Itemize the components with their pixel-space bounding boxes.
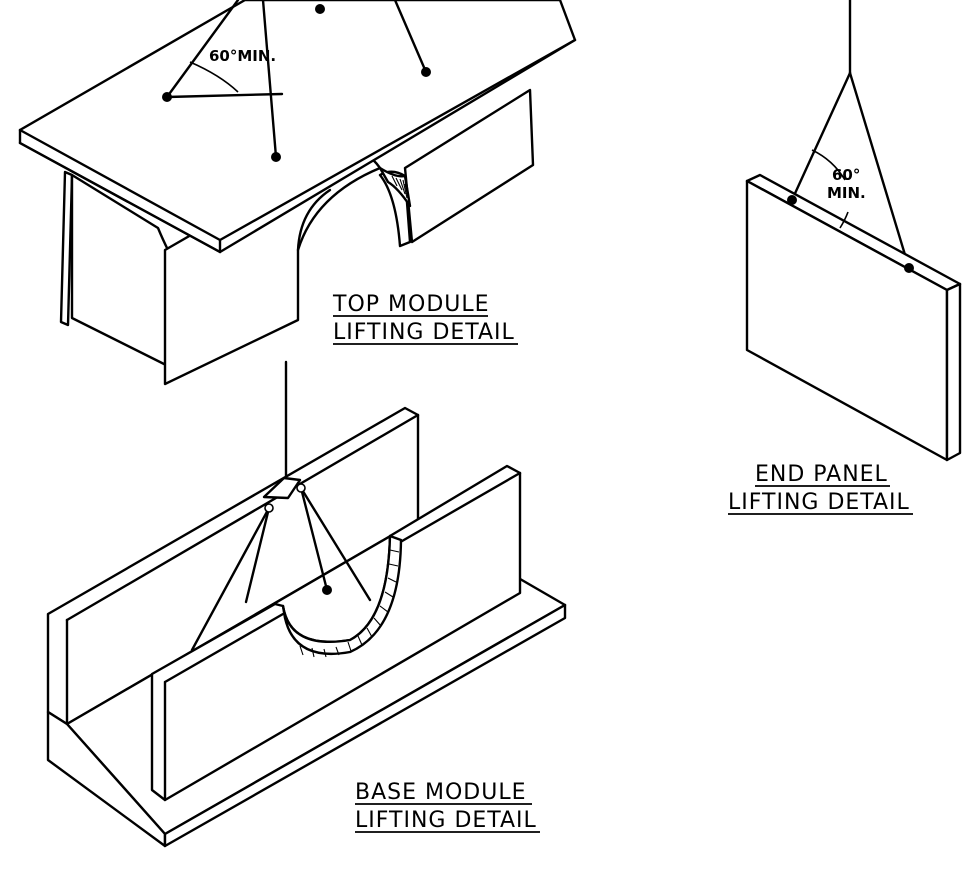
top-module-lift-point [421,67,431,77]
top-module-lift-point [162,92,172,102]
top-module-arch-hatch [378,166,412,208]
end-panel-sling [790,71,852,202]
base-module-rigging [190,360,372,652]
top-module-far-wall [403,88,535,244]
top-module-title-line1: TOP MODULE [332,292,490,317]
base-module-drawing [46,360,567,848]
end-panel-side-face [945,282,962,462]
base-module-spreader [262,476,302,500]
base-module-shackle [296,483,306,493]
top-module-rigging [162,0,431,162]
top-module-lift-point [315,4,325,14]
top-module-slab-front-edge [18,141,222,254]
base-module-back-wall-top-edge [65,413,420,622]
top-module-angle-label: 60°MIN. [209,47,276,65]
end-panel-sling [848,71,911,270]
top-module-angle-arc [189,61,239,93]
base-module-floor-front-edge [163,603,567,848]
base-module-front-wall-edges [163,471,522,802]
end-panel-lift-point [904,263,914,273]
end-panel-angle-value: 60° [832,166,860,184]
top-module-left-end-edge [59,170,74,327]
top-module-drawing: 60°MIN. [18,0,577,386]
top-module-arch-hatch-lines [391,175,410,203]
end-panel-title-line1: END PANEL [755,462,888,487]
end-panel-drawing: 60° MIN. [745,0,962,462]
base-module-title-line1: BASE MODULE [355,780,527,805]
top-module-arch-edge [296,188,332,252]
base-module-title-line2: LIFTING DETAIL [355,808,537,833]
end-panel-angle-arc [811,149,846,181]
base-module-arch-hatch-lines [299,549,400,658]
top-module-lift-point [271,152,281,162]
end-panel-lift-point [787,195,797,205]
end-panel-title-line2: LIFTING DETAIL [728,490,910,515]
top-module-slab-edges [18,38,577,254]
end-panel-angle-unit: MIN. [827,184,866,202]
base-module-lift-point [322,585,332,595]
end-panel-angle-arc [839,211,849,229]
top-module-title-line2: LIFTING DETAIL [333,320,515,345]
base-module-arch-hatch [281,534,403,656]
base-module-shackle [264,503,274,513]
